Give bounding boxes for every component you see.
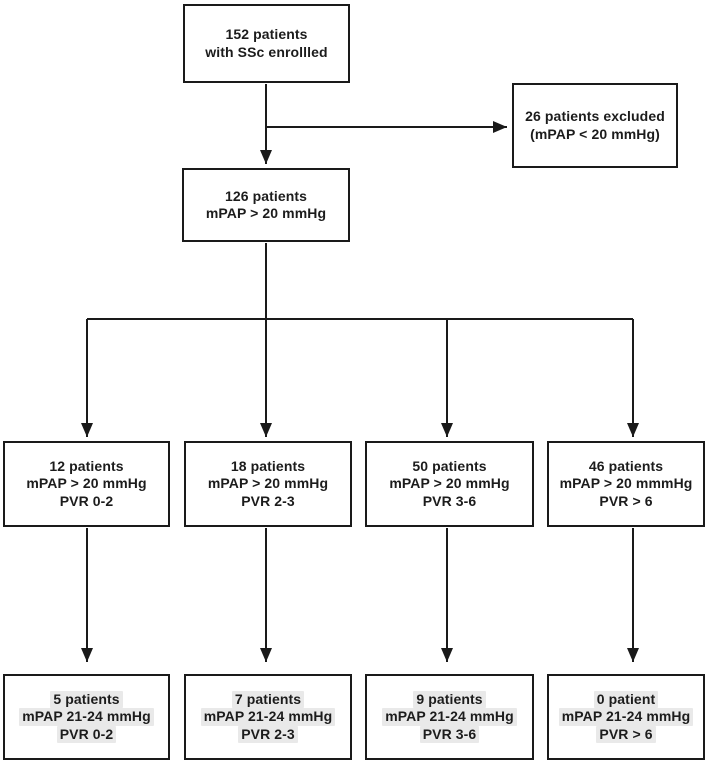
node-pvr-over-6: 46 patients mPAP > 20 mmmHg PVR > 6 bbox=[547, 441, 705, 527]
node-pvr-0-2: 12 patients mPAP > 20 mmHg PVR 0-2 bbox=[3, 441, 170, 527]
node-line: 152 patients bbox=[225, 26, 308, 42]
node-line: 26 patients excluded bbox=[525, 108, 665, 124]
node-line: 46 patients bbox=[588, 457, 664, 474]
node-line: 18 patients bbox=[230, 457, 306, 474]
node-line: 126 patients bbox=[224, 187, 308, 204]
node-line: 50 patients bbox=[412, 457, 487, 474]
node-line: mPAP > 20 mmHg bbox=[26, 475, 147, 492]
node-line: 9 patients bbox=[413, 690, 486, 709]
node-pvr-2-3: 18 patients mPAP > 20 mmHg PVR 2-3 bbox=[184, 441, 352, 527]
node-line: mPAP > 20 mmmHg bbox=[559, 475, 693, 492]
node-line: PVR 0-2 bbox=[56, 725, 117, 744]
node-line: PVR 2-3 bbox=[238, 725, 298, 744]
node-line: (mPAP < 20 mmHg) bbox=[530, 125, 660, 142]
node-line: PVR 2-3 bbox=[241, 492, 295, 509]
node-mpap2124-pvr-3-6: 9 patients mPAP 21-24 mmHg PVR 3-6 bbox=[365, 674, 534, 760]
node-mpap2124-pvr-over-6: 0 patient mPAP 21-24 mmHg PVR > 6 bbox=[547, 674, 705, 760]
node-line: 12 patients bbox=[49, 457, 124, 474]
node-line: mPAP > 20 mmHg bbox=[389, 475, 510, 492]
node-enrolled-total: 152 patients with SSc enrollled bbox=[183, 4, 350, 83]
node-line: mPAP 21-24 mmHg bbox=[200, 708, 336, 726]
node-line: 0 patient bbox=[593, 690, 659, 709]
node-line: PVR 0-2 bbox=[59, 492, 114, 509]
node-line: mPAP 21-24 mmHg bbox=[558, 708, 694, 726]
node-mpap2124-pvr-0-2: 5 patients mPAP 21-24 mmHg PVR 0-2 bbox=[3, 674, 170, 760]
node-line: mPAP 21-24 mmHg bbox=[19, 708, 154, 726]
node-line: PVR 3-6 bbox=[422, 492, 477, 509]
node-mpap-over-20: 126 patients mPAP > 20 mmHg bbox=[182, 168, 350, 242]
node-line: mPAP 21-24 mmHg bbox=[382, 708, 517, 726]
node-line: mPAP > 20 mmHg bbox=[205, 205, 327, 221]
node-excluded: 26 patients excluded (mPAP < 20 mmHg) bbox=[512, 83, 678, 168]
node-line: PVR 3-6 bbox=[419, 725, 480, 744]
node-line: mPAP > 20 mmHg bbox=[207, 475, 329, 492]
node-line: with SSc enrollled bbox=[205, 43, 328, 60]
node-line: 5 patients bbox=[50, 690, 123, 709]
node-pvr-3-6: 50 patients mPAP > 20 mmHg PVR 3-6 bbox=[365, 441, 534, 527]
node-line: PVR > 6 bbox=[596, 725, 656, 744]
node-mpap2124-pvr-2-3: 7 patients mPAP 21-24 mmHg PVR 2-3 bbox=[184, 674, 352, 760]
node-line: PVR > 6 bbox=[599, 492, 653, 509]
node-line: 7 patients bbox=[231, 690, 305, 709]
